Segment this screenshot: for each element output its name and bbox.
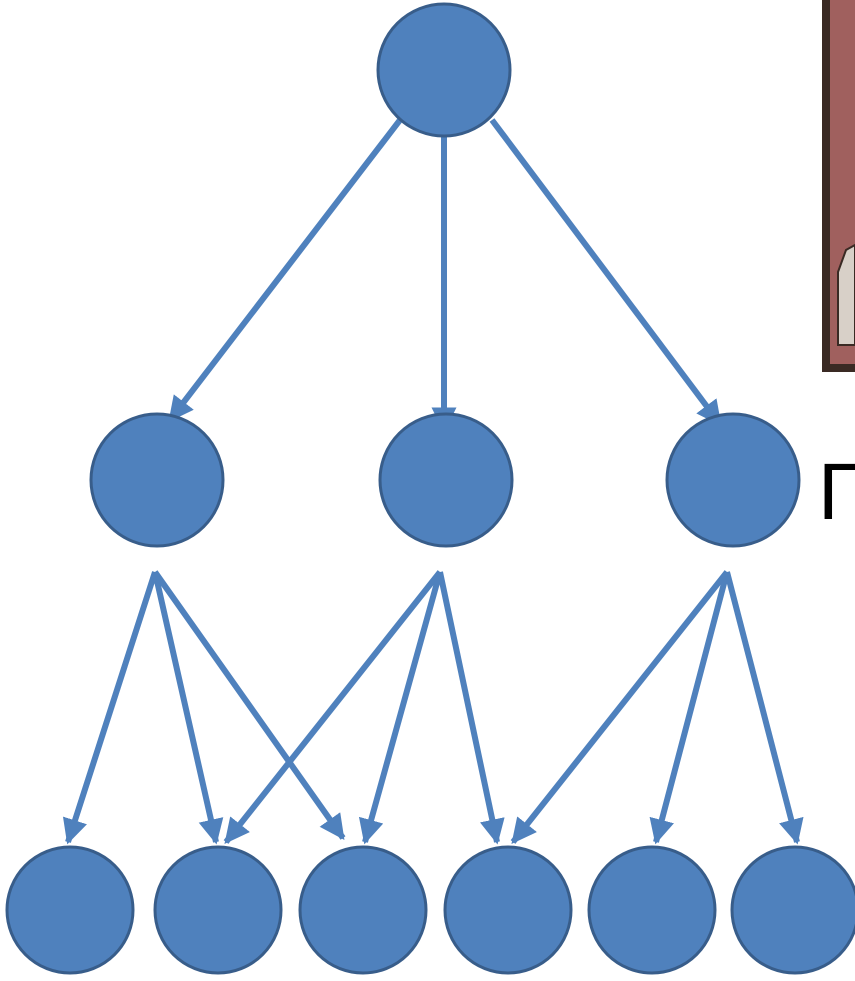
edge-m3-l4 [510, 570, 730, 844]
clipped-label: Г [818, 452, 855, 532]
edge-m2-l3 [358, 571, 443, 845]
node-l4 [443, 845, 573, 975]
edges [62, 118, 804, 845]
edge-m1-l2 [152, 571, 224, 845]
photo-detail [837, 243, 855, 346]
node-root [376, 2, 512, 138]
edge-m3-l6 [724, 571, 804, 845]
node-m2 [378, 412, 514, 548]
node-l5 [587, 845, 717, 975]
node-l2 [153, 845, 283, 975]
node-m1 [89, 412, 225, 548]
edge-m3-l5 [649, 571, 730, 845]
node-l1 [5, 845, 135, 975]
node-l3 [298, 845, 428, 975]
edge-m1-l3 [152, 570, 346, 841]
edge-root-m1 [167, 118, 403, 422]
node-l6 [730, 845, 855, 975]
edge-m2-l4 [437, 571, 505, 845]
nodes [5, 2, 855, 975]
edge-m2-l2 [223, 570, 443, 844]
edge-root-m3 [489, 118, 723, 427]
edge-m1-l1 [62, 571, 158, 845]
node-m3 [665, 412, 801, 548]
cropped-photo [822, 0, 855, 372]
